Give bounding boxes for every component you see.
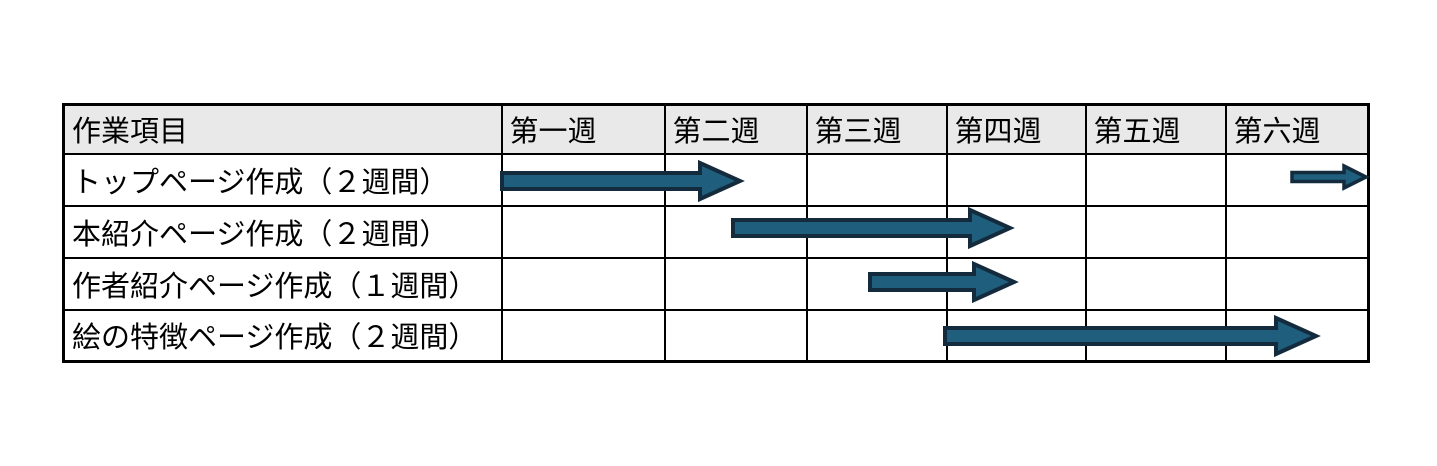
header-cell-week-4: 第四週 (945, 103, 1087, 155)
week-cell (1084, 152, 1227, 207)
week-cell (663, 204, 808, 259)
week-cell (1084, 308, 1227, 363)
week-cell (663, 256, 808, 311)
header-cell-week-2: 第二週 (663, 103, 808, 155)
header-cell-task: 作業項目 (62, 103, 503, 155)
task-label: トップページ作成（２週間） (62, 152, 503, 207)
header-cell-week-5: 第五週 (1084, 103, 1227, 155)
table-row: 本紹介ページ作成（２週間） (62, 204, 1370, 259)
week-cell (500, 152, 666, 207)
week-cell (500, 256, 666, 311)
week-cell (945, 204, 1087, 259)
week-cell (945, 152, 1087, 207)
week-cell (663, 308, 808, 363)
table-row: トップページ作成（２週間） (62, 152, 1370, 207)
week-cell (663, 152, 808, 207)
week-cell (1224, 152, 1370, 207)
task-label: 本紹介ページ作成（２週間） (62, 204, 503, 259)
week-cell (1224, 308, 1370, 363)
header-cell-week-3: 第三週 (805, 103, 948, 155)
table-row: 作者紹介ページ作成（１週間） (62, 256, 1370, 311)
week-cell (1084, 256, 1227, 311)
week-cell (500, 204, 666, 259)
task-label: 作者紹介ページ作成（１週間） (62, 256, 503, 311)
week-cell (1084, 204, 1227, 259)
header-row: 作業項目 第一週 第二週 第三週 第四週 第五週 第六週 (62, 103, 1370, 155)
week-cell (500, 308, 666, 363)
week-cell (805, 204, 948, 259)
header-cell-week-1: 第一週 (500, 103, 666, 155)
table-row: 絵の特徴ページ作成（２週間） (62, 308, 1370, 363)
header-cell-week-6: 第六週 (1224, 103, 1370, 155)
week-cell (1224, 204, 1370, 259)
week-cell (945, 256, 1087, 311)
gantt-table: 作業項目 第一週 第二週 第三週 第四週 第五週 第六週 トップページ作成（２週… (62, 103, 1370, 363)
week-cell (805, 308, 948, 363)
week-cell (945, 308, 1087, 363)
week-cell (1224, 256, 1370, 311)
week-cell (805, 256, 948, 311)
week-cell (805, 152, 948, 207)
task-label: 絵の特徴ページ作成（２週間） (62, 308, 503, 363)
